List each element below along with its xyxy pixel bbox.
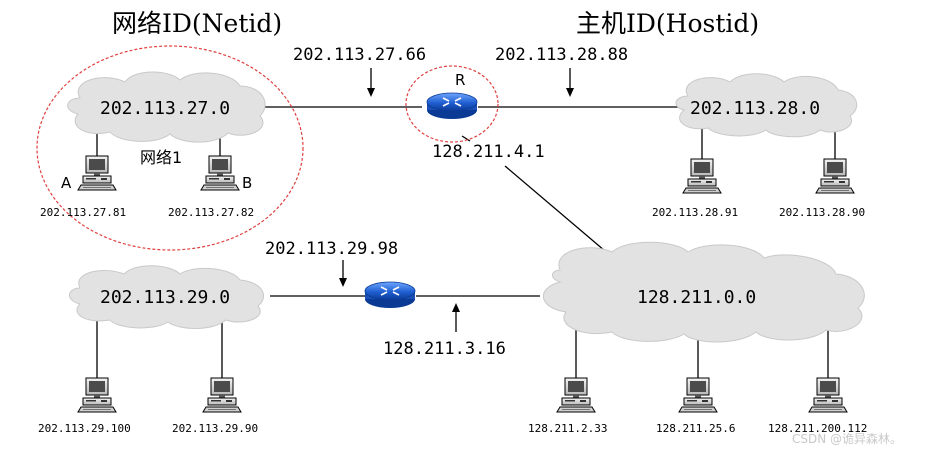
- title-network-id: 网络ID(Netid): [112, 9, 282, 38]
- host-ip: 202.113.28.91: [652, 206, 738, 219]
- host-ip: 128.211.25.6: [656, 422, 735, 435]
- computer-icon: [200, 155, 240, 191]
- computer-icon: [682, 158, 722, 194]
- iface-bottom-left: 202.113.29.98: [265, 239, 398, 259]
- cloud-network-3: [69, 265, 264, 329]
- router-r-label: R: [455, 71, 465, 89]
- network-label-net4: 128.211.0.0: [637, 287, 756, 308]
- iface-top-right: 202.113.28.88: [495, 45, 628, 65]
- title-host-id: 主机ID(Hostid): [576, 9, 759, 38]
- host-a-label: A: [61, 174, 72, 192]
- iface-top-left: 202.113.27.66: [293, 45, 426, 65]
- host-ip: 128.211.2.33: [528, 422, 607, 435]
- host-b-label: B: [242, 174, 252, 192]
- interface-arrows: [339, 68, 574, 332]
- computer-icon: [815, 158, 855, 194]
- network-label-net1: 202.113.27.0: [100, 98, 230, 119]
- host-ip: 202.113.29.100: [38, 422, 131, 435]
- computer-icon: [77, 155, 117, 191]
- router-r-icon: [426, 92, 478, 120]
- router-bottom-icon: [364, 281, 416, 309]
- network-1-group-outline: [36, 45, 304, 251]
- network-label-net3: 202.113.29.0: [100, 287, 230, 308]
- cloud-network-1: [67, 71, 266, 143]
- host-ip: 128.211.200.112: [768, 422, 867, 435]
- router-r-outline: [405, 65, 499, 143]
- computer-icon: [77, 377, 117, 413]
- iface-top-bottom: 128.211.4.1: [432, 142, 545, 162]
- network-label-net2: 202.113.28.0: [690, 98, 820, 119]
- watermark: CSDN @诡异森林。: [792, 431, 902, 446]
- computer-icon: [678, 377, 718, 413]
- cloud-network-4: [542, 241, 865, 343]
- computer-icon: [556, 377, 596, 413]
- network-group-label: 网络1: [140, 148, 182, 167]
- cloud-network-2: [675, 73, 858, 138]
- iface-bottom-right: 128.211.3.16: [383, 339, 506, 359]
- computer-icon: [808, 377, 848, 413]
- host-ip: 202.113.29.90: [172, 422, 258, 435]
- host-ip: 202.113.27.82: [168, 206, 254, 219]
- computer-icon: [202, 377, 242, 413]
- host-ip: 202.113.27.81: [40, 206, 126, 219]
- host-ip: 202.113.28.90: [779, 206, 865, 219]
